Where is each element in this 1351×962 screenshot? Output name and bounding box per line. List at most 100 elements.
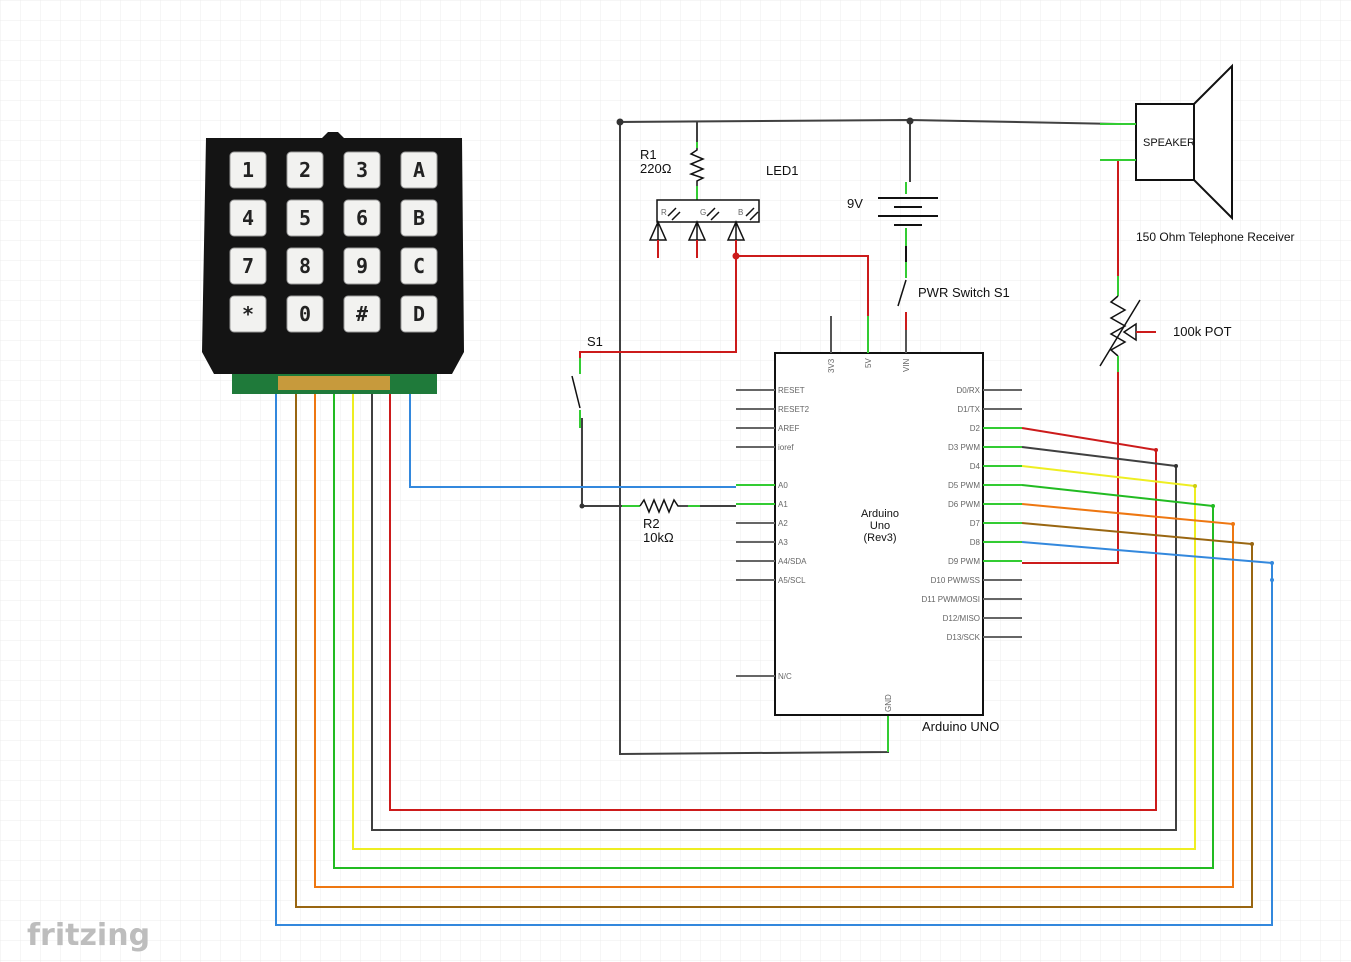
left-pin-label: N/C [778, 672, 792, 681]
keypad-key-label: 0 [299, 302, 311, 326]
wire-keypad-green-d5 [333, 394, 1214, 869]
left-pin-label: RESET [778, 386, 805, 395]
keypad: 1 2 3 A 4 5 6 B 7 8 9 C * 0 # D [202, 132, 464, 394]
keypad-key-label: 7 [242, 254, 254, 278]
board-line2: Uno [870, 520, 890, 532]
keypad-key-label: 4 [242, 206, 254, 230]
led-r-label: R [661, 208, 667, 217]
left-pin-label: A0 [778, 481, 788, 490]
resistor-r1 [688, 142, 705, 200]
board-line1: Arduino [861, 508, 899, 520]
rgb-led [648, 199, 760, 258]
board-line3: (Rev3) [863, 532, 896, 544]
pin-vin: VIN [902, 358, 911, 372]
wire-keypad-brown-d7 [295, 394, 1253, 908]
keypad-key-label: 5 [299, 206, 311, 230]
right-pin-label: D3 PWM [948, 443, 980, 452]
led-b-label: B [738, 208, 743, 217]
r2-value: 10kΩ [643, 530, 674, 545]
board-caption: Arduino UNO [922, 719, 999, 734]
pot-label: 100k POT [1173, 324, 1232, 339]
speaker-label: SPEAKER [1143, 137, 1195, 149]
keypad-key-label: 3 [356, 158, 368, 182]
keypad-key[interactable]: 9 [343, 247, 381, 285]
keypad-key-label: 9 [356, 254, 368, 278]
right-pin-label: D6 PWM [948, 500, 980, 509]
keypad-key[interactable]: C [400, 247, 438, 285]
pin-3v3: 3V3 [827, 358, 836, 373]
right-pin-label: D2 [970, 424, 981, 433]
keypad-key-label: 2 [299, 158, 311, 182]
s1-label: S1 [587, 334, 603, 349]
keypad-key-label: * [242, 302, 254, 326]
wire-keypad-blue-d8 [275, 394, 1273, 926]
keypad-key[interactable]: 5 [286, 199, 324, 237]
switch-s1 [571, 358, 581, 428]
keypad-key[interactable]: 0 [286, 295, 324, 333]
keypad-key-label: 8 [299, 254, 311, 278]
led-name: LED1 [766, 163, 799, 178]
left-pin-label: A5/SCL [778, 576, 806, 585]
right-pin-label: D8 [970, 538, 981, 547]
keypad-key[interactable]: 7 [229, 247, 267, 285]
keypad-key[interactable]: 2 [286, 151, 324, 189]
keypad-key[interactable]: * [229, 295, 267, 333]
resistor-r2 [622, 498, 700, 514]
keypad-key[interactable]: 1 [229, 151, 267, 189]
left-pin-label: ioref [778, 443, 794, 452]
keypad-key[interactable]: D [400, 295, 438, 333]
keypad-key-label: 1 [242, 158, 254, 182]
keypad-key-label: D [413, 302, 425, 326]
right-pin-label: D12/MISO [943, 614, 980, 623]
keypad-key-label: A [413, 158, 425, 182]
right-pin-label: D5 PWM [948, 481, 980, 490]
left-pin-label: A1 [778, 500, 788, 509]
wire-keypad-yellow-d4 [352, 394, 1196, 850]
keypad-key[interactable]: A [400, 151, 438, 189]
right-pin-label: D13/SCK [947, 633, 981, 642]
keypad-key-label: 6 [356, 206, 368, 230]
left-pin-label: RESET2 [778, 405, 810, 414]
pin-gnd: GND [884, 694, 893, 712]
wire-keypad-orange-d6 [314, 394, 1234, 888]
speaker [1100, 63, 1233, 221]
left-pin-label: A3 [778, 538, 788, 547]
keypad-key[interactable]: 3 [343, 151, 381, 189]
battery-label: 9V [847, 196, 863, 211]
keypad-key-label: B [413, 206, 425, 230]
wires [275, 118, 1273, 926]
right-pin-label: D10 PWM/SS [931, 576, 980, 585]
wire-keypad-blue-a0 [409, 394, 736, 488]
keypad-key[interactable]: 6 [343, 199, 381, 237]
left-pin-label: A4/SDA [778, 557, 807, 566]
keypad-key-label: C [413, 254, 425, 278]
keypad-key[interactable]: B [400, 199, 438, 237]
speaker-description: 150 Ohm Telephone Receiver [1136, 230, 1295, 244]
battery-9v [878, 182, 938, 262]
led-g-label: G [700, 208, 706, 217]
right-pin-label: D7 [970, 519, 981, 528]
keypad-key[interactable]: 8 [286, 247, 324, 285]
right-pin-label: D11 PWM/MOSI [921, 595, 980, 604]
wire-led-blue-anchor [579, 240, 737, 360]
potentiometer [1099, 276, 1144, 372]
right-pin-label: D0/RX [956, 386, 980, 395]
r2-name: R2 [643, 516, 660, 531]
wire-keypad-black-d3 [371, 394, 1177, 831]
wire-keypad-red-d2 [389, 394, 1157, 811]
left-pin-label: A2 [778, 519, 788, 528]
keypad-key[interactable]: # [343, 295, 381, 333]
wire-pot-to-d9 [1022, 370, 1119, 564]
r1-value: 220Ω [640, 161, 672, 176]
left-pin-label: AREF [778, 424, 799, 433]
fritzing-logo: fritzing [27, 918, 150, 953]
right-pin-label: D4 [970, 462, 981, 471]
pwr-switch-label: PWR Switch S1 [918, 285, 1010, 300]
keypad-key-label: # [356, 302, 368, 326]
right-pin-label: D1/TX [957, 405, 980, 414]
keypad-key[interactable]: 4 [229, 199, 267, 237]
pin-5v: 5V [864, 358, 873, 368]
r1-name: R1 [640, 147, 657, 162]
